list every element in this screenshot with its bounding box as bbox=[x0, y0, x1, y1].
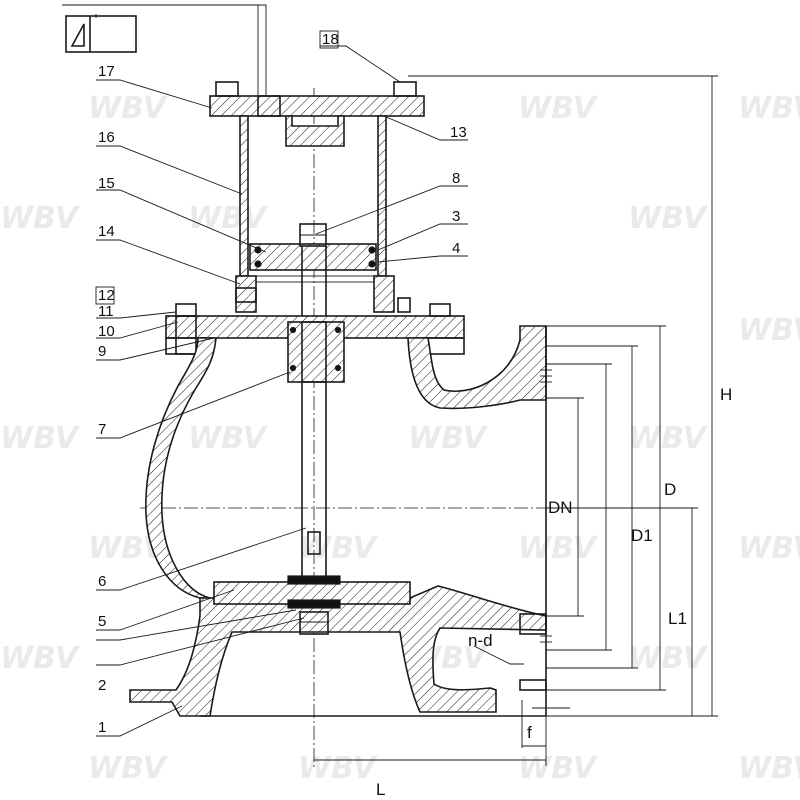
dimension-d1: D1 bbox=[631, 526, 653, 545]
callouts: 1 2 5 6 7 9 10 11 12 14 15 16 17 18 13 8… bbox=[95, 30, 467, 736]
watermark: WBV bbox=[738, 751, 800, 786]
watermark: WBV bbox=[0, 641, 81, 676]
callout-4: 4 bbox=[452, 240, 460, 257]
callout-12: 12 bbox=[98, 287, 115, 304]
watermark: WBV bbox=[738, 313, 800, 348]
dimension-h: H bbox=[720, 385, 732, 404]
watermark: WBV bbox=[628, 641, 709, 676]
callout-1: 1 bbox=[98, 719, 106, 736]
top-cover bbox=[209, 81, 425, 147]
watermark: WBV bbox=[0, 421, 81, 456]
callout-11: 11 bbox=[98, 303, 114, 320]
callout-5: 5 bbox=[98, 613, 106, 630]
callout-16: 16 bbox=[98, 129, 115, 146]
callout-8: 8 bbox=[452, 170, 460, 187]
dimension-f: f bbox=[527, 723, 532, 742]
piston bbox=[249, 223, 377, 271]
cylinder-base bbox=[235, 275, 411, 313]
callout-10: 10 bbox=[98, 323, 115, 340]
watermark: WBV bbox=[738, 531, 800, 566]
callout-17: 17 bbox=[98, 63, 115, 80]
dimension-l1: L1 bbox=[668, 609, 687, 628]
watermark: WBV bbox=[298, 531, 379, 566]
callout-18: 18 bbox=[322, 31, 339, 48]
valve-body bbox=[129, 325, 552, 717]
dimension-dn: DN bbox=[548, 498, 573, 517]
dimension-nd: n-d bbox=[468, 631, 493, 650]
callout-2: 2 bbox=[98, 677, 106, 694]
watermark: WBV bbox=[188, 421, 269, 456]
callout-3: 3 bbox=[452, 208, 460, 225]
callout-9: 9 bbox=[98, 343, 106, 360]
watermark: WBV bbox=[88, 91, 169, 126]
callout-15: 15 bbox=[98, 175, 115, 192]
bonnet-flange bbox=[165, 303, 465, 383]
watermark: WBV bbox=[518, 531, 599, 566]
callout-14: 14 bbox=[98, 223, 115, 240]
callout-7: 7 bbox=[98, 421, 106, 438]
watermark: WBV bbox=[298, 751, 379, 786]
stem bbox=[301, 246, 327, 610]
dimension-labels: DN D1 D H L1 L f n-d bbox=[376, 385, 732, 799]
watermark: WBV bbox=[88, 751, 169, 786]
watermark: WBV bbox=[518, 751, 599, 786]
watermark: WBV bbox=[0, 201, 81, 236]
solenoid-pilot bbox=[62, 4, 267, 95]
valve-disc bbox=[213, 575, 411, 635]
watermark: WBV bbox=[738, 91, 800, 126]
watermark: WBV bbox=[628, 421, 709, 456]
leader-lines bbox=[96, 45, 524, 737]
watermark: WBV bbox=[518, 91, 599, 126]
dimension-l: L bbox=[376, 780, 385, 799]
callout-13: 13 bbox=[450, 124, 467, 141]
watermark: WBV bbox=[188, 201, 269, 236]
dimension-lines bbox=[314, 75, 718, 766]
callout-6: 6 bbox=[98, 573, 106, 590]
watermark-layer: WBV WBV WBV WBV WBV WBV WBV WBV WBV WBV … bbox=[0, 91, 800, 786]
dimension-d: D bbox=[664, 480, 676, 499]
watermark: WBV bbox=[628, 201, 709, 236]
watermark: WBV bbox=[408, 421, 489, 456]
